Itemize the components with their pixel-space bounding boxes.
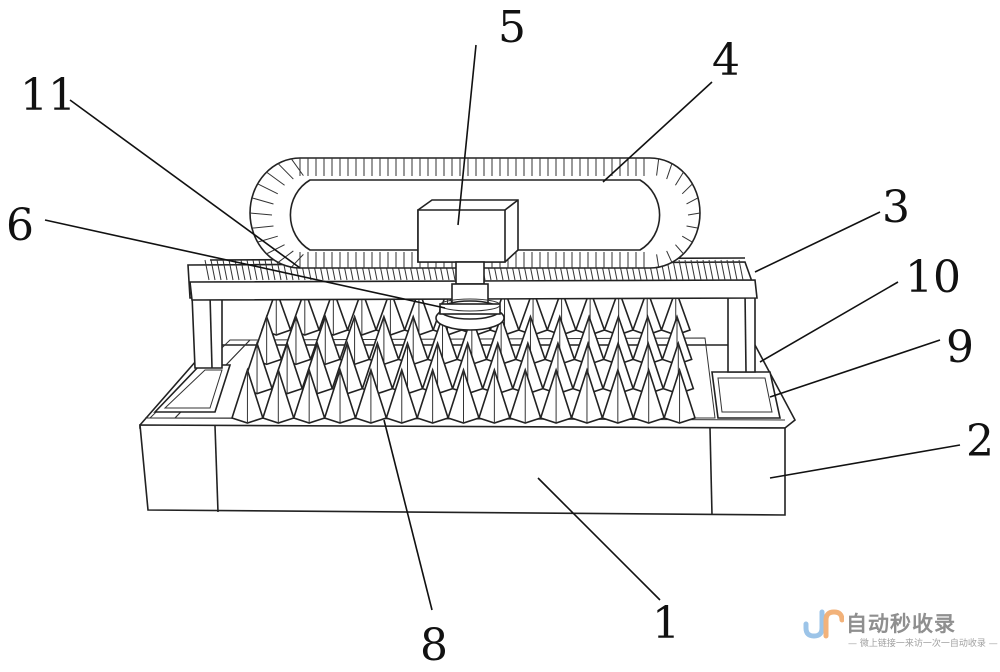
leader-10: [759, 281, 899, 363]
label-2: 2: [966, 416, 994, 467]
watermark: 自动秒收录 — 微上链接一来访一次一自动收录 —: [798, 602, 998, 660]
leader-lines: [44, 44, 961, 611]
spindle-head: [435, 261, 505, 331]
leader-2: [769, 444, 961, 479]
leader-5: [457, 44, 477, 226]
label-6: 6: [6, 200, 34, 251]
label-9: 9: [946, 322, 974, 373]
leader-1: [537, 477, 661, 601]
watermark-logo-icon: [803, 609, 844, 639]
label-3: 3: [882, 182, 910, 233]
leader-4: [602, 81, 713, 183]
leader-3: [754, 211, 881, 273]
label-8: 8: [420, 620, 448, 668]
leader-8: [383, 419, 433, 611]
label-11: 11: [20, 70, 76, 121]
label-1: 1: [652, 598, 680, 649]
leader-11: [69, 99, 301, 269]
leader-6: [44, 219, 446, 309]
watermark-subtitle: — 微上链接一来访一次一自动收录 —: [848, 639, 998, 649]
part-labels: 5 4 11 6 3 10 9 2 1 8: [6, 2, 994, 671]
label-10: 10: [905, 252, 961, 303]
label-4: 4: [712, 35, 740, 86]
leader-9: [769, 339, 941, 398]
watermark-title: 自动秒收录: [846, 612, 956, 636]
motor-box: [417, 199, 519, 263]
label-5: 5: [498, 2, 526, 53]
